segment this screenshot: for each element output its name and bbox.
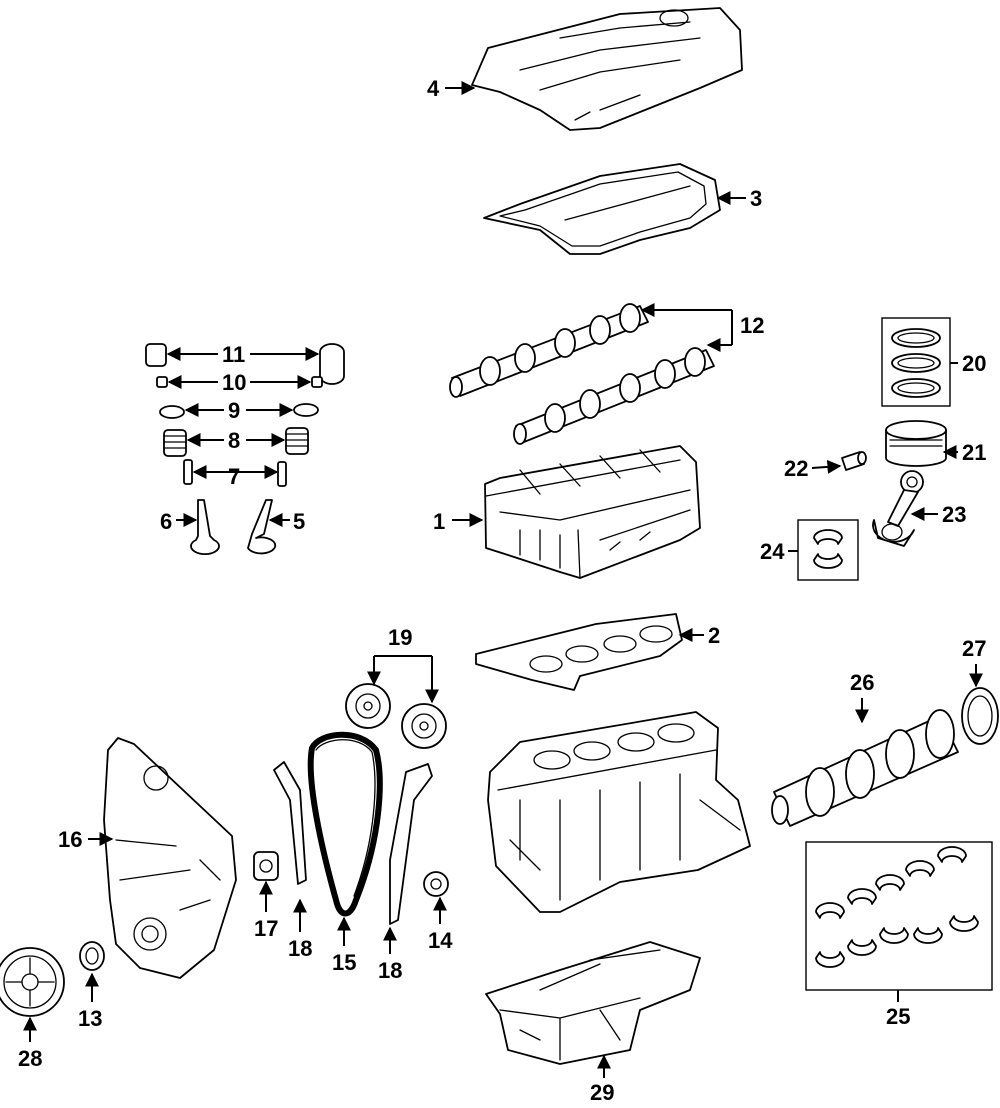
- callout-8: 8: [228, 428, 240, 453]
- callout-6: 6: [160, 509, 172, 534]
- callout-12: 12: [740, 313, 764, 338]
- main-bearings-box: [805, 841, 993, 991]
- callout-5: 5: [293, 509, 305, 534]
- callout-27: 27: [962, 636, 986, 661]
- timing-guide-right: [389, 763, 433, 925]
- valve-cover-gasket: [483, 163, 721, 255]
- timing-chain-inner: [315, 739, 376, 897]
- crank-pulley: [0, 947, 65, 1017]
- callout-20: 20: [962, 351, 986, 376]
- callout-18a: 18: [288, 936, 312, 961]
- callout-22: 22: [784, 456, 808, 481]
- callout-29: 29: [590, 1080, 614, 1105]
- wrist-pin: [841, 451, 867, 471]
- callout-16: 16: [58, 827, 82, 852]
- callout-28: 28: [18, 1046, 42, 1071]
- main-bearings: [815, 846, 979, 968]
- oil-pan: [485, 941, 701, 1065]
- callout-18b: 18: [378, 958, 402, 983]
- callout-15: 15: [332, 950, 356, 975]
- callout-4: 4: [427, 76, 440, 101]
- engine-block: [487, 711, 751, 913]
- cylinder-head: [484, 445, 701, 579]
- cam-phasers: [345, 683, 447, 749]
- callout-3: 3: [750, 186, 762, 211]
- rod-bearings-box: [797, 519, 859, 581]
- valve-train-left: [145, 343, 220, 556]
- callout-24: 24: [760, 539, 785, 564]
- callout-14: 14: [428, 928, 453, 953]
- callout-17: 17: [254, 916, 278, 941]
- callout-19: 19: [388, 625, 412, 650]
- connecting-rod: [872, 470, 924, 547]
- timing-cover: [103, 737, 237, 979]
- head-gasket: [475, 613, 683, 691]
- callout-11: 11: [222, 342, 245, 367]
- piston-rings: [891, 328, 941, 398]
- timing-guide-left: [273, 761, 307, 885]
- crank-sprocket: [423, 871, 449, 897]
- piston: [885, 420, 947, 467]
- rod-bearings: [813, 529, 843, 569]
- leader-22: [811, 459, 842, 474]
- callout-9: 9: [228, 398, 240, 423]
- callout-23: 23: [942, 502, 966, 527]
- callout-7: 7: [228, 464, 240, 489]
- callout-25: 25: [886, 1004, 910, 1029]
- callout-10: 10: [222, 370, 246, 395]
- crankshaft: [771, 709, 959, 827]
- callout-1: 1: [433, 509, 445, 534]
- callout-13: 13: [78, 1006, 102, 1031]
- callout-26: 26: [850, 670, 874, 695]
- callout-2: 2: [708, 623, 720, 648]
- callout-21: 21: [962, 440, 986, 465]
- camshafts: [449, 303, 715, 445]
- timing-chain: [307, 731, 383, 917]
- valve-train-right: [247, 343, 345, 555]
- rear-main-seal: [961, 687, 999, 745]
- front-seal: [79, 941, 105, 971]
- valve-cover: [471, 7, 743, 131]
- chain-tensioner: [253, 851, 279, 881]
